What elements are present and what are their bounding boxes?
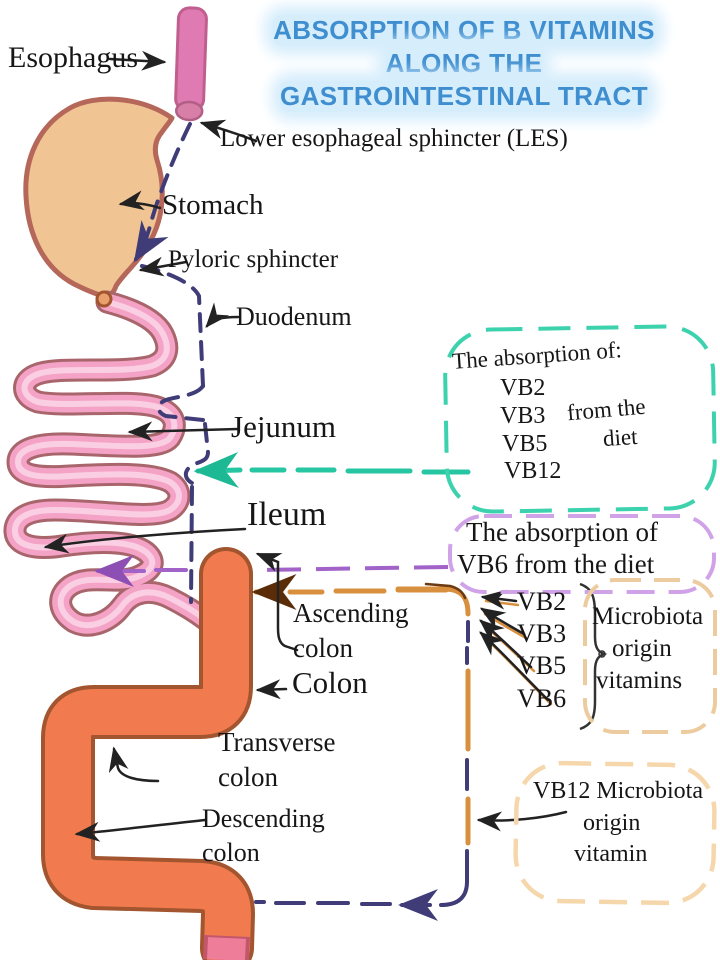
transverse-colon-arrow: [108, 746, 160, 783]
label-transverse-colon-2: colon: [218, 762, 278, 792]
title-line-2: ALONG THE: [385, 48, 543, 79]
microbiota-vb-arrows: [479, 589, 553, 706]
label-descending-colon-1: Descending: [202, 804, 325, 833]
micro-item-vb6: VB6: [517, 684, 567, 713]
colon-arrow: [255, 679, 288, 700]
label-colon: Colon: [292, 665, 368, 700]
ileum-arrow: [43, 527, 247, 554]
label-descending-colon-2: colon: [202, 838, 260, 867]
vb12-box-line-1: VB12 Microbiota: [533, 778, 703, 804]
pyloric-arrow: [138, 256, 188, 277]
label-pyloric-sphincter: Pyloric sphincter: [168, 246, 339, 273]
diet-absorption-arrow: [193, 452, 471, 489]
les-shape: [174, 100, 204, 122]
esophagus-arrow: [108, 50, 167, 71]
microbiota-vitamins-box-border: [583, 578, 717, 734]
vb6-diet-arrow-right: [257, 565, 449, 572]
micro-item-vb3: VB3: [517, 619, 567, 648]
ascending-colon-bracket: [255, 552, 299, 652]
les-arrow: [199, 119, 258, 143]
vb12-box-line-2: origin: [583, 810, 641, 836]
micro-item-vb5: VB5: [517, 651, 567, 680]
label-esophagus: Esophagus: [8, 41, 138, 74]
vb6-box-line-1: The absorption of: [466, 517, 658, 547]
diet-box-item-vb12: VB12: [504, 458, 562, 484]
duodenum-arrow: [205, 302, 240, 328]
vb12-box-line-3: vitamin: [574, 841, 648, 867]
label-ascending-colon-1: Ascending: [293, 598, 409, 628]
micro-label-1: Microbiota: [592, 603, 704, 630]
microbiota-to-colon-arrow: [251, 574, 449, 610]
label-duodenum: Duodenum: [236, 302, 352, 331]
descending-colon-arrow: [74, 818, 207, 842]
label-les: Lower esophageal sphincter (LES): [220, 125, 568, 152]
jejunum-arrow: [127, 421, 240, 442]
small-intestine-shape: [15, 302, 206, 625]
stomach-arrow: [118, 190, 162, 211]
micro-label-2: origin: [612, 635, 672, 662]
vb12-box-arrow: [476, 810, 568, 832]
vb6-diet-arrow-left: [94, 555, 188, 587]
diet-absorption-box-border: [443, 324, 717, 514]
vb6-absorption-box-border: [448, 514, 716, 594]
label-ileum: Ileum: [247, 496, 327, 533]
diet-box-note-2: diet: [602, 423, 639, 452]
label-jejunum: Jejunum: [231, 409, 337, 444]
diagram-title: ABSORPTION OF B VITAMINS ALONG THE GASTR…: [236, 14, 692, 113]
label-ascending-colon-2: colon: [293, 633, 353, 663]
colon-shape: [68, 574, 228, 960]
diet-box-item-vb5: VB5: [502, 431, 548, 457]
micro-item-vb2: VB2: [517, 587, 567, 616]
vb12-microbiota-box-border: [513, 760, 717, 906]
micro-label-3: vitamins: [596, 667, 683, 694]
esophagus-shape: [174, 6, 208, 122]
diet-box-item-vb3: VB3: [500, 403, 546, 429]
vb-group-brace: [579, 582, 608, 731]
title-line-1: ABSORPTION OF B VITAMINS: [273, 15, 655, 46]
label-pointer-arrows: [43, 50, 568, 842]
diet-box-item-vb2: VB2: [500, 375, 546, 401]
label-stomach: Stomach: [162, 189, 264, 221]
pyloric-sphincter-shape: [95, 290, 113, 308]
title-line-3: GASTROINTESTINAL TRACT: [280, 81, 648, 112]
vb6-box-line-2: VB6 from the diet: [457, 549, 655, 579]
label-transverse-colon-1: Transverse: [218, 727, 336, 757]
